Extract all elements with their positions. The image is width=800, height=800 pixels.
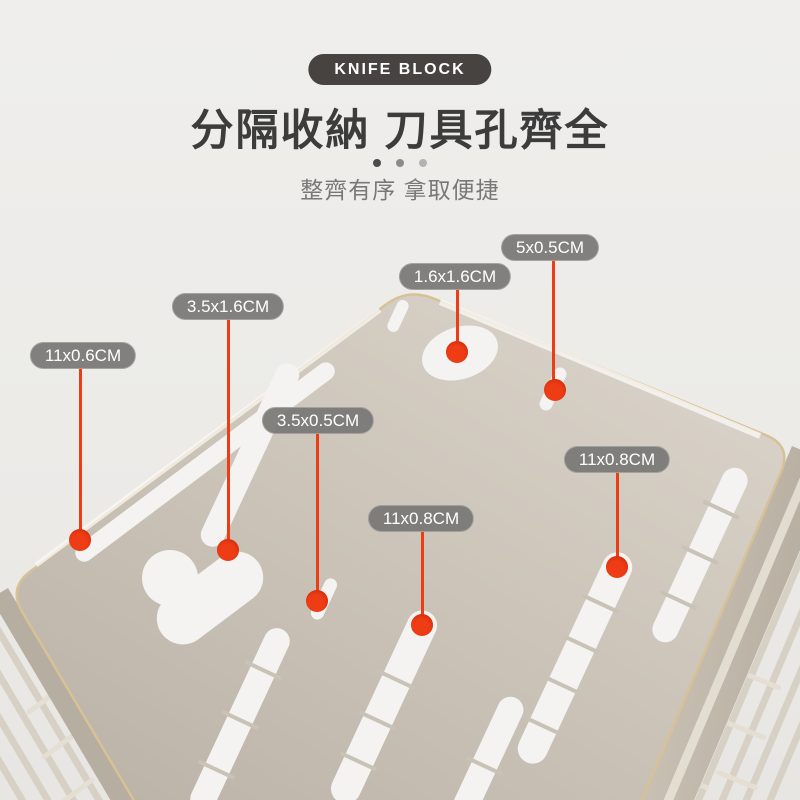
- separator-dot-2: [396, 159, 404, 167]
- leader-line: [455, 289, 459, 352]
- separator-dot-1: [373, 159, 381, 167]
- leader-line: [315, 433, 319, 601]
- category-badge: KNIFE BLOCK: [308, 54, 492, 85]
- measurement-label: 1.6x1.6CM: [398, 263, 512, 290]
- plate-side-highlight: [663, 477, 800, 800]
- marker-dot: [306, 590, 328, 612]
- separator-dots: [373, 159, 427, 167]
- rim-highlight-right: [438, 299, 762, 439]
- rim-highlight-left: [34, 307, 382, 568]
- leader-line: [615, 472, 619, 567]
- measurement-label: 11x0.6CM: [29, 342, 137, 369]
- leader-line: [226, 319, 230, 550]
- marker-dot: [411, 614, 433, 636]
- marker-dot: [544, 379, 566, 401]
- slot-small-top: [387, 300, 409, 332]
- measurement-label: 3.5x0.5CM: [261, 407, 375, 434]
- measurement-label: 11x0.8CM: [367, 505, 475, 532]
- marker-dot: [446, 341, 468, 363]
- marker-dot: [217, 539, 239, 561]
- marker-dot: [69, 529, 91, 551]
- leader-line: [78, 368, 82, 540]
- leader-line: [551, 260, 555, 390]
- slot-11x08-center: [330, 610, 438, 800]
- slot-35x16-bulge: [142, 550, 198, 606]
- page-title: 分隔收納 刀具孔齊全: [190, 107, 610, 155]
- measurement-label: 11x0.8CM: [563, 446, 671, 473]
- slot-35x16: [156, 551, 264, 645]
- separator-dot-3: [419, 159, 427, 167]
- leader-line: [420, 531, 424, 625]
- rack-wires-through-slots: [198, 500, 740, 780]
- measurement-label: 5x0.5CM: [500, 234, 600, 261]
- slot-long-4: [436, 696, 524, 800]
- measurement-label: 3.5x1.6CM: [171, 293, 285, 320]
- marker-dot: [606, 556, 628, 578]
- plate-side-right: [641, 446, 800, 800]
- page-subtitle: 整齊有序 拿取便捷: [300, 177, 500, 203]
- plate-top-face: [15, 293, 786, 800]
- basket-wires-right: [694, 551, 800, 800]
- plate-side-left: [0, 588, 134, 800]
